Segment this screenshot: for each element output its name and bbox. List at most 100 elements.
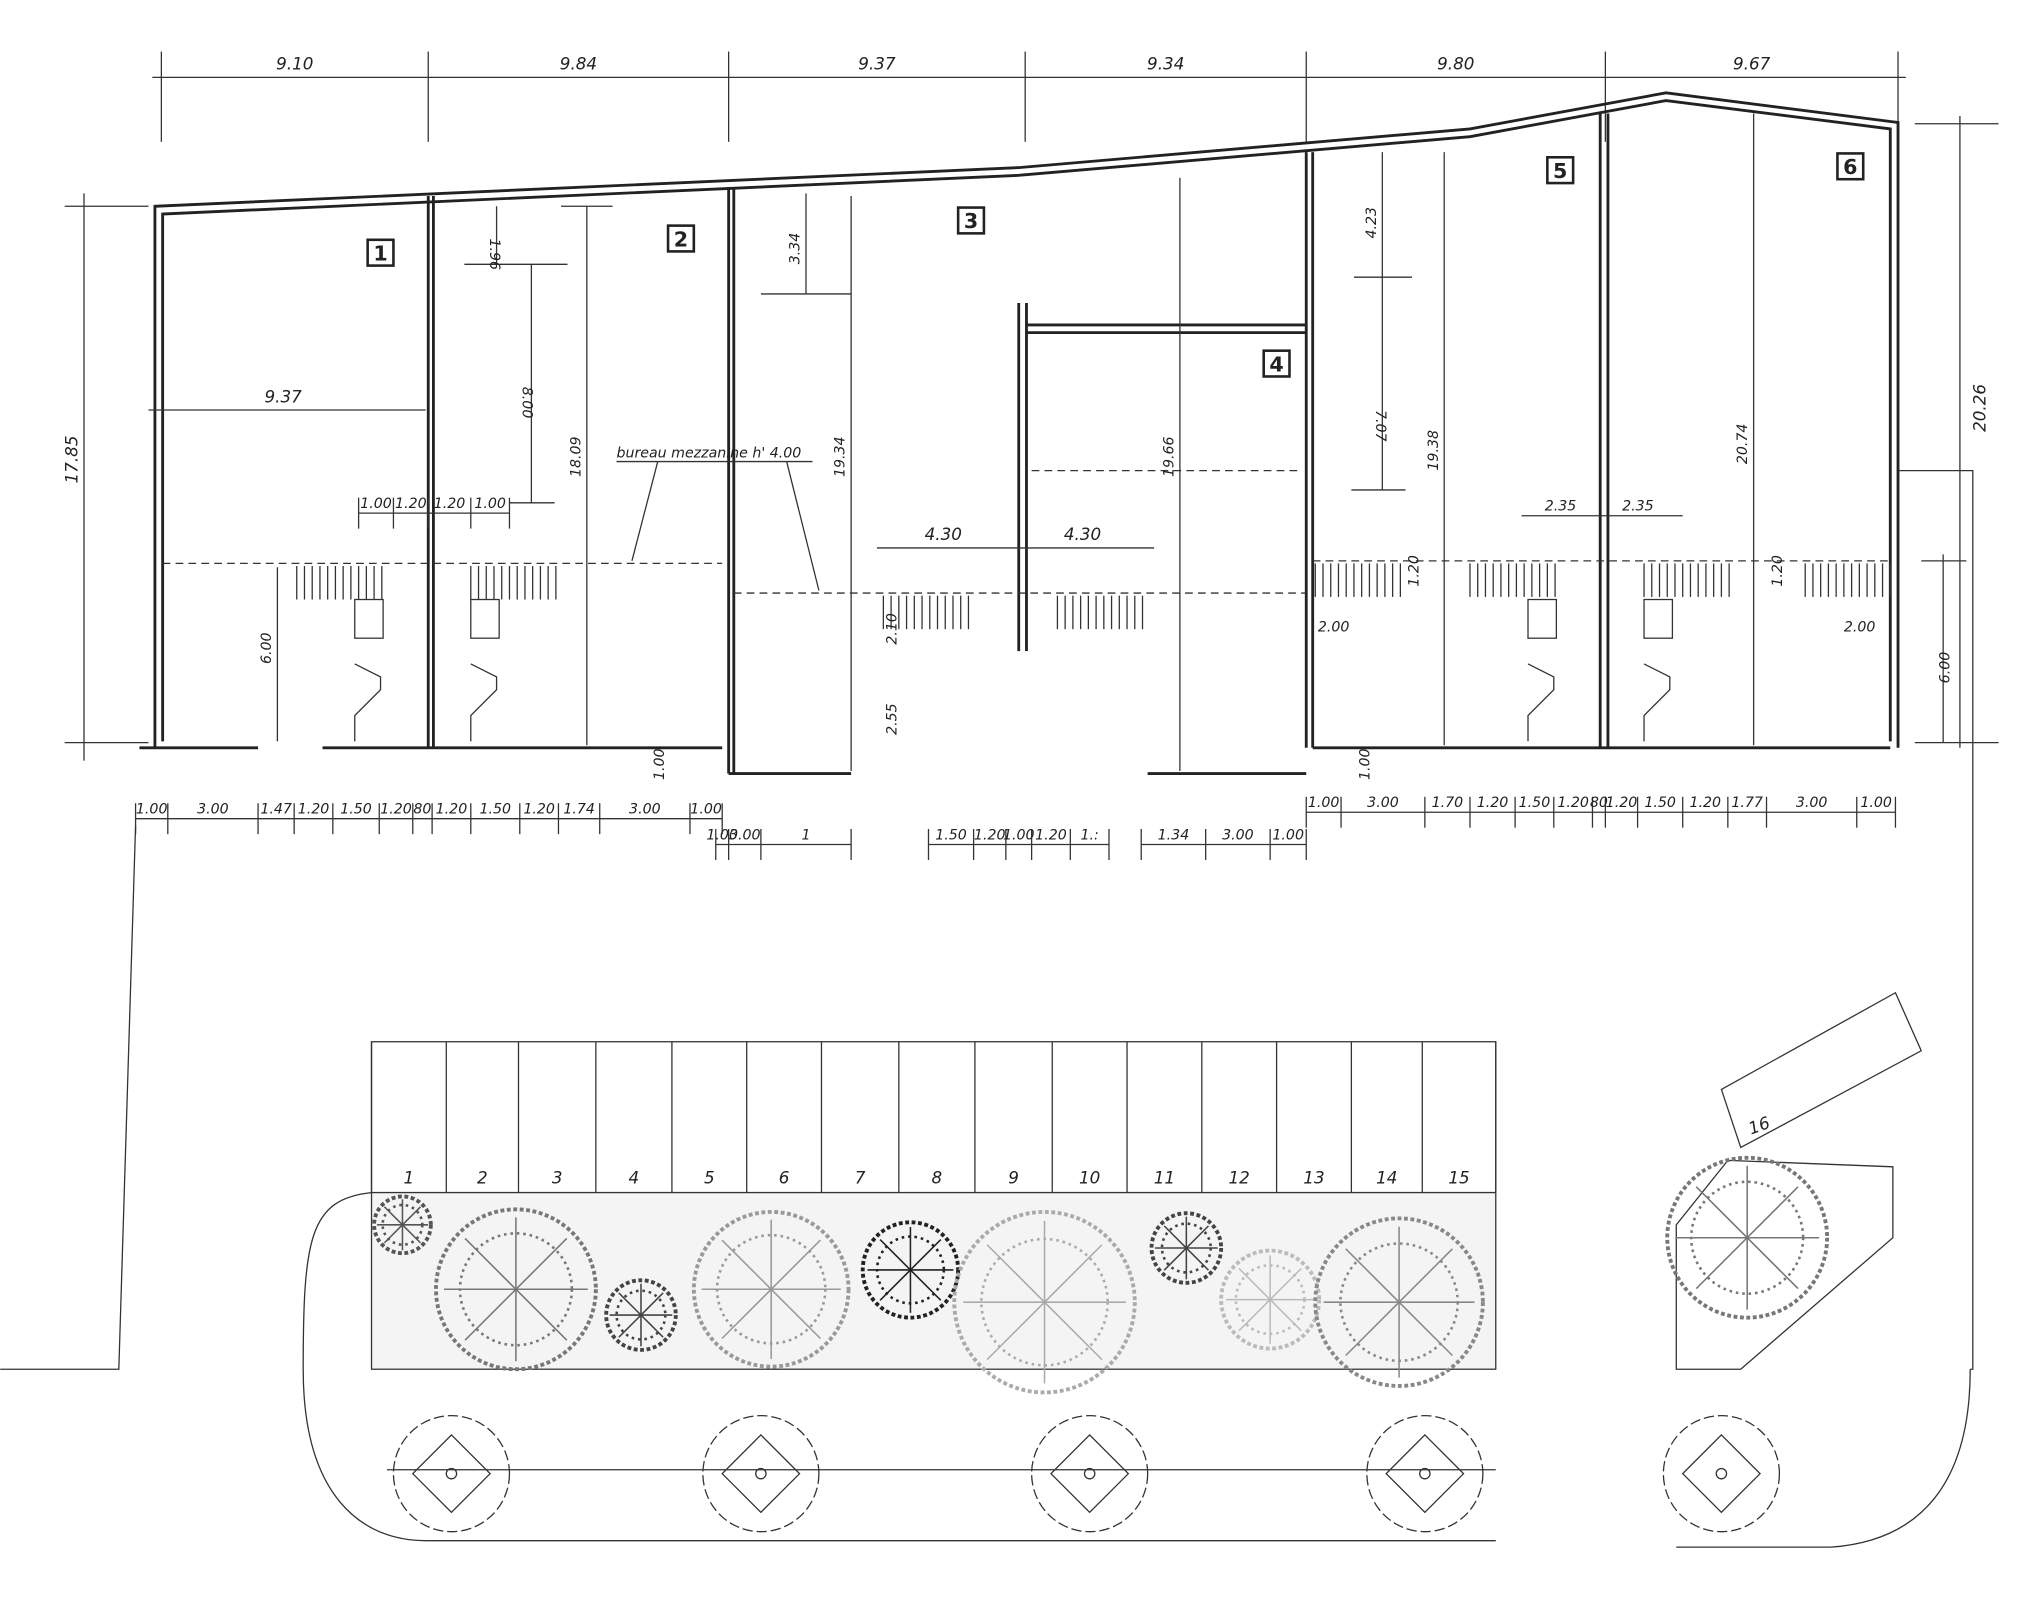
dim-u4-half: 4.30 — [1064, 524, 1101, 544]
dim-u6-half: 2.35 — [1622, 499, 1654, 515]
parking-number: 14 — [1376, 1168, 1397, 1188]
parking-number: 3 — [552, 1168, 563, 1188]
dim-u3-door-b: 2.55 — [884, 703, 900, 735]
bottom-dimension: 1.20 — [380, 802, 412, 818]
top-dimension: 9.80 — [1437, 54, 1474, 74]
bottom-dimension: 1.20 — [436, 802, 468, 818]
top-dimension: 9.37 — [858, 54, 896, 74]
bottom-dimension: 1.00 — [1272, 827, 1304, 843]
bottom-dimension: 80 — [413, 802, 431, 818]
tree-icon — [434, 1207, 598, 1372]
dim-u5-stair: 2.00 — [1318, 620, 1350, 636]
top-dimension: 9.10 — [276, 54, 313, 74]
bottom-dimension: 1.47 — [260, 802, 292, 818]
parking-number: 13 — [1303, 1168, 1324, 1188]
mezzanine-rail — [882, 595, 970, 630]
stair-cores — [296, 563, 1891, 742]
bottom-dimension: 1.20 — [1606, 795, 1638, 811]
dim-u6-mezz: 1.20 — [1770, 555, 1786, 587]
unit-number: 4 — [1269, 352, 1283, 376]
bottom-dimension: 1.20 — [974, 827, 1006, 843]
wc-icon — [1643, 598, 1674, 639]
bottom-dimension: 80 — [1590, 795, 1608, 811]
mezzanine-rail — [1643, 563, 1730, 597]
street-tree-icon — [1662, 1414, 1781, 1533]
dim-u3-half: 4.30 — [925, 524, 962, 544]
bottom-dimension: 1.00 — [1003, 827, 1035, 843]
blank-area — [928, 651, 1148, 935]
tree-icon — [1149, 1211, 1224, 1285]
mezzanine-rail — [1469, 563, 1556, 597]
unit-number: 5 — [1553, 159, 1567, 183]
small-dimension: 1.20 — [434, 496, 466, 512]
mezzanine-rail — [470, 565, 557, 600]
bottom-dimension: 1.20 — [523, 802, 555, 818]
tree-icon — [604, 1278, 678, 1352]
bottom-dimension: 1.20 — [1035, 827, 1067, 843]
dim-u3-top: 3.34 — [788, 233, 804, 265]
dim-u3-depth: 19.34 — [833, 436, 849, 477]
dim-u2-top: 1.96 — [486, 239, 502, 271]
bottom-dimension: 1.50 — [340, 802, 372, 818]
parking-number: 8 — [932, 1168, 943, 1188]
bottom-dimension: 1.34 — [1158, 827, 1190, 843]
bottom-dimension: 1.74 — [563, 802, 595, 818]
bottom-dimension: 1.70 — [1432, 795, 1464, 811]
street-tree-icon — [1366, 1414, 1484, 1533]
small-dimension: 1.00 — [360, 496, 392, 512]
bottom-dimension: 3.00 — [1796, 795, 1828, 811]
parking-number-16: 16 — [1746, 1112, 1773, 1138]
dim-u3-door-a: 2.10 — [884, 613, 900, 645]
dim-u5-half: 2.35 — [1545, 499, 1577, 515]
dim-u2-depth: 18.09 — [568, 436, 584, 477]
street-tree-icon — [1030, 1414, 1149, 1533]
bottom-dimension: 1.20 — [1557, 795, 1589, 811]
bottom-dimension: 3.00 — [729, 827, 761, 843]
wc-icon — [1527, 598, 1558, 639]
parking-number: 5 — [704, 1168, 715, 1188]
unit-number: 1 — [373, 241, 387, 265]
bottom-dimension: 3.00 — [629, 802, 661, 818]
tree-icon — [860, 1220, 961, 1320]
bottom-dimension: 1.77 — [1731, 795, 1763, 811]
dim-u1-width: 9.37 — [265, 386, 303, 406]
dim-u5-step: 1.00 — [1357, 748, 1373, 780]
parking-number: 1 — [404, 1168, 415, 1188]
unit-number: 3 — [964, 209, 978, 233]
dim-u5-top: 4.23 — [1364, 207, 1380, 239]
bottom-dimension: 1.00 — [136, 802, 168, 818]
bottom-dimension: 1.00 — [1308, 795, 1340, 811]
bottom-dimension: 1.50 — [1519, 795, 1551, 811]
dim-u5-mid: 7.07 — [1372, 410, 1388, 442]
parking-number: 7 — [855, 1168, 866, 1188]
dim-right-lower: 6.00 — [1938, 652, 1954, 684]
unit-number: 2 — [674, 227, 688, 251]
bottom-dimension: 1.00 — [1860, 795, 1892, 811]
street-tree-icon — [702, 1414, 820, 1533]
bottom-dimension: 1.20 — [1689, 795, 1721, 811]
mezzanine-rail — [1804, 563, 1891, 597]
bottom-dimension: 3.00 — [1367, 795, 1399, 811]
wc-icon — [354, 598, 384, 639]
bottom-dimension: 1 — [801, 827, 810, 843]
wc-icon — [470, 598, 500, 639]
trees — [372, 1155, 1830, 1533]
building-walls — [0, 91, 1974, 1370]
bottom-dimension: 1.50 — [480, 802, 512, 818]
parking-number: 10 — [1079, 1168, 1100, 1188]
dim-u6-stair: 2.00 — [1844, 620, 1876, 636]
dim-u2-mid: 8.00 — [518, 387, 534, 419]
mezzanine-rail — [296, 565, 383, 600]
dim-u4-depth: 19.66 — [1161, 436, 1177, 477]
dim-right-depth: 20.26 — [1970, 384, 1990, 432]
mezzanine-label: bureau mezzanine h' 4.00 — [616, 446, 801, 462]
unit-number: 6 — [1843, 155, 1857, 179]
tree-icon — [372, 1194, 433, 1256]
bottom-dimension: 1.50 — [935, 827, 967, 843]
top-dimension: 9.84 — [560, 54, 597, 74]
small-dimension: 1.20 — [395, 496, 427, 512]
parking-number: 2 — [477, 1168, 488, 1188]
